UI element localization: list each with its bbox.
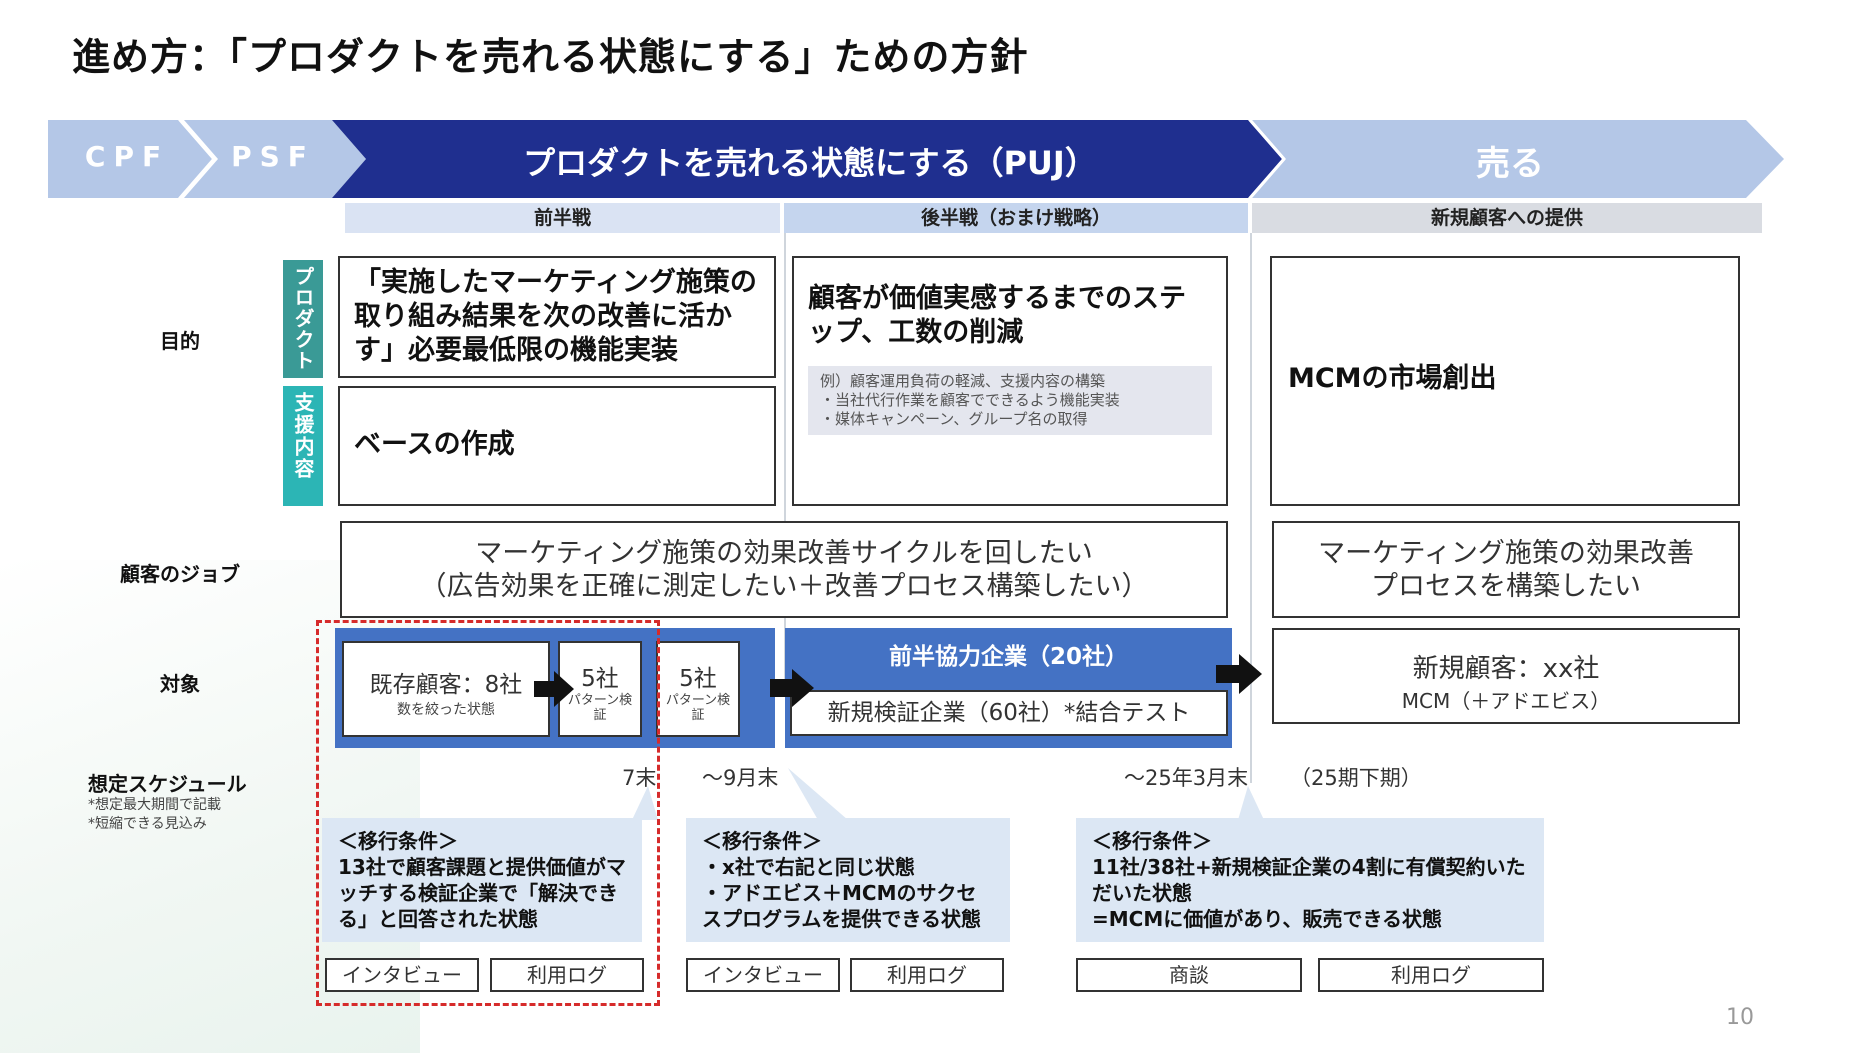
condition-2-line1: ・x社で右記と同じ状態 [702,855,915,879]
condition-box-1: ＜移行条件＞ 13社で顧客課題と提供価値がマッチする検証企業で「解決できる」と回… [322,818,642,942]
column-divider [784,233,786,683]
condition-3-title: ＜移行条件＞ [1092,829,1212,853]
schedule-sept: 〜9月末 [702,766,779,790]
condition-box-2: ＜移行条件＞ ・x社で右記と同じ状態 ・アドエビス＋MCMのサクセスプログラムを… [686,818,1010,942]
callout-pointer [632,786,658,820]
target-new-sub: MCM（＋アドエビス） [1401,689,1611,713]
phase-sell-label: 売る [1476,144,1544,184]
row-label-target: 対象 [160,672,200,696]
row-label-purpose: 目的 [160,329,200,353]
phase-puj-shape [332,120,1282,198]
side-tab-support: 支援内容 [283,386,323,506]
side-tab-product-label: プロダクト [291,266,315,371]
purpose-example: 例）顧客運用負荷の軽減、支援内容の構築 ・当社代行作業を顧客でできるよう機能実装… [808,366,1212,435]
purpose-sell: MCMの市場創出 [1270,256,1740,506]
purpose-first-half-product: 「実施したマーケティング施策の取り組み結果を次の改善に活かす」必要最低限の機能実… [338,256,776,378]
job-main-line1: マーケティング施策の効果改善サイクルを回したい [475,538,1093,569]
target-existing-main: 既存顧客：8社 [369,672,523,698]
callout-pointer [1238,786,1264,820]
column-divider [1250,233,1252,783]
phase-bar [48,119,1784,199]
target-new-main: 新規顧客：xx社 [1412,654,1600,684]
condition-3-body: 11社/38社+新規検証企業の4割に有償契約いただいた状態 [1092,855,1526,905]
purpose-second-half-text: 顧客が価値実感するまでのステップ、工数の削減 [808,283,1186,348]
job-sell-line2: プロセスを構築したい [1371,571,1641,602]
page-title: 進め方：「プロダクトを売れる状態にする」ための方針 [72,35,1029,79]
job-sell: マーケティング施策の効果改善 プロセスを構築したい [1272,521,1740,618]
arrow-right-icon [770,669,814,707]
condition-box-3: ＜移行条件＞ 11社/38社+新規検証企業の4割に有償契約いただいた状態 =MC… [1076,818,1544,942]
condition-3-line2: =MCMに価値があり、販売できる状態 [1092,907,1443,931]
example-line: ・当社代行作業を顧客でできるよう機能実装 [820,391,1120,409]
schedule-note: *短縮できる見込み [88,816,207,832]
purpose-second-half: 顧客が価値実感するまでのステップ、工数の削減 例）顧客運用負荷の軽減、支援内容の… [792,256,1228,506]
purpose-sell-text: MCMの市場創出 [1288,363,1497,394]
phase-sell-shape [1252,120,1784,198]
phase-cpf-shape [48,120,212,198]
row-label-schedule: 想定スケジュール [88,772,247,796]
target-five-companies-b: 5社 パターン検証 [656,641,740,737]
evidence-negotiation: 商談 [1076,958,1302,992]
arrow-right-icon [534,671,574,707]
target-new-customers: 新規顧客：xx社 MCM（＋アドエビス） [1272,628,1740,724]
callout-pointer [788,768,848,820]
side-tab-support-label: 支援内容 [291,392,315,480]
evidence-log-1: 利用ログ [490,958,644,992]
schedule-h2: （25期下期） [1290,766,1422,790]
highlight-frame [316,620,660,1006]
target-five-a-main: 5社 [581,666,619,692]
example-line: 例）顧客運用負荷の軽減、支援内容の構築 [820,372,1106,390]
condition-1-title: ＜移行条件＞ [338,829,458,853]
condition-2-title: ＜移行条件＞ [702,829,822,853]
example-line: ・媒体キャンペーン、グループ名の取得 [820,410,1088,428]
evidence-interview-2: インタビュー [686,958,840,992]
phase-psf-label: PSF [231,140,315,173]
phase-puj-label: プロダクトを売れる状態にする（PUJ） [523,144,1097,182]
target-existing-customers: 既存顧客：8社 数を絞った状態 [342,641,550,737]
purpose-first-half-product-text: 「実施したマーケティング施策の取り組み結果を次の改善に活かす」必要最低限の機能実… [354,267,757,366]
evidence-log-2: 利用ログ [850,958,1004,992]
job-main-line2: （広告効果を正確に測定したい＋改善プロセス構築したい） [419,571,1149,602]
phase-psf-shape [184,120,366,198]
row-label-customer-job: 顧客のジョブ [120,562,240,586]
job-main: マーケティング施策の効果改善サイクルを回したい （広告効果を正確に測定したい＋改… [340,521,1228,618]
target-partners: 前半協力企業（20社） [888,644,1128,670]
evidence-log-3: 利用ログ [1318,958,1544,992]
side-tab-product: プロダクト [283,260,323,378]
schedule-march: 〜25年3月末 [1124,766,1249,790]
subheader-first-half: 前半戦 [345,203,780,233]
condition-1-body: 13社で顧客課題と提供価値がマッチする検証企業で「解決できる」と回答された状態 [338,855,626,931]
arrow-right-icon [1216,654,1262,694]
condition-2-line2: ・アドエビス＋MCMのサクセスプログラムを提供できる状態 [702,881,981,931]
target-five-b-sub: パターン検証 [665,693,731,723]
target-five-b-main: 5社 [679,666,717,692]
phase-cpf-label: CPF [84,140,170,173]
job-sell-line1: マーケティング施策の効果改善 [1318,538,1694,569]
schedule-note: *想定最大期間で記載 [88,797,221,813]
target-existing-sub: 数を絞った状態 [397,702,495,718]
evidence-interview-1: インタビュー [325,958,479,992]
subheader-second-half: 後半戦（おまけ戦略） [784,203,1248,233]
purpose-first-half-support: ベースの作成 [338,386,776,506]
subheader-new-customers: 新規顧客への提供 [1252,203,1762,233]
target-verification: 新規検証企業（60社）*結合テスト [790,690,1228,736]
schedule-end-july: 7末 [622,766,657,790]
purpose-first-half-support-text: ベースの作成 [354,429,515,460]
page-number: 10 [1726,1005,1754,1030]
target-five-a-sub: パターン検証 [567,693,633,723]
